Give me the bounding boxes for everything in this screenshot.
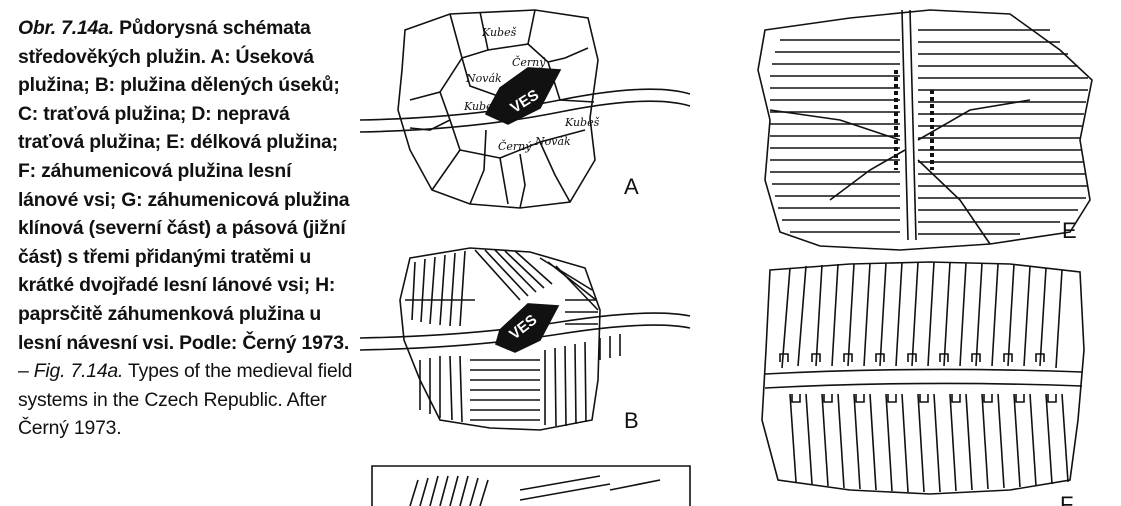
figure-caption: Obr. 7.14a. Půdorysná schémata středověk… (18, 14, 353, 443)
panel-a-owner: Novák (465, 72, 502, 85)
caption-en-text: Types of the medieval field systems in t… (18, 360, 353, 440)
panel-a-owner: Kubeš (564, 116, 600, 129)
caption-en-label: Fig. 7.14a. (33, 360, 124, 383)
panel-e-map (757, 9, 1093, 251)
panel-a-map (359, 9, 691, 209)
panel-a-owner: Novák (534, 135, 571, 148)
panel-a-owner: Černý (498, 139, 532, 153)
caption-cz-text: Půdorysná schémata středověkých plužin. … (18, 17, 350, 354)
panel-f-map (761, 261, 1085, 495)
panel-e-label: E (1062, 218, 1077, 243)
caption-cz-label: Obr. 7.14a. (18, 17, 114, 39)
caption-separator: – (18, 360, 34, 383)
panel-a-owner: Kubeš (481, 26, 517, 39)
panel-b-map (359, 247, 691, 431)
caption-en: – Fig. 7.14a. Types of the medieval fiel… (18, 360, 352, 439)
panel-a-owner: Černý (512, 55, 546, 69)
panel-c-map (371, 465, 691, 506)
panel-b-label: B (624, 408, 639, 433)
panel-f-label: F (1060, 492, 1073, 506)
panel-a-label: A (624, 174, 639, 199)
panel-a-owner: Kubeš (463, 100, 499, 113)
